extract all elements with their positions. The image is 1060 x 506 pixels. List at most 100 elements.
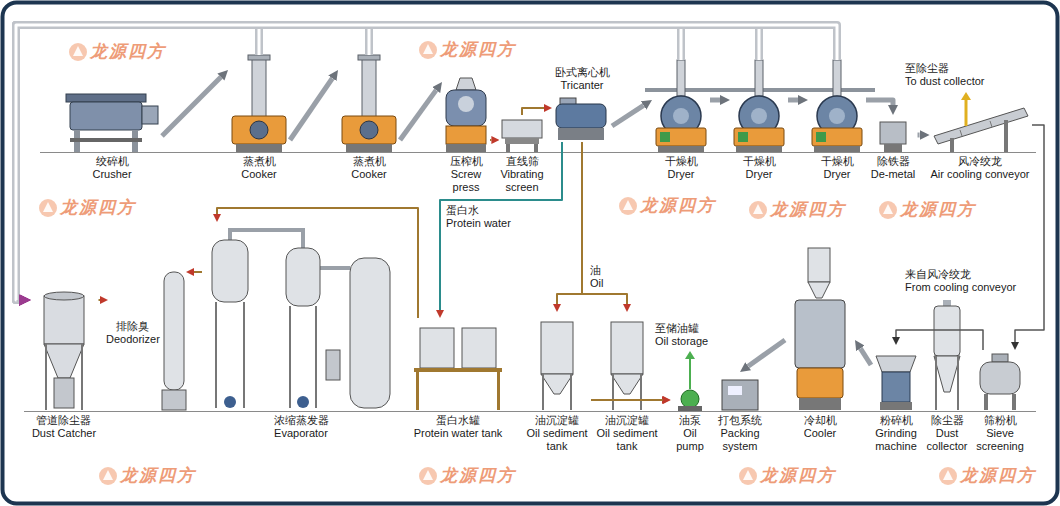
oil-pump: [685, 351, 695, 359]
air-cooling-conveyor: [934, 108, 1028, 144]
equipment-label: De-metal: [871, 168, 916, 181]
exhaust-pipe: [16, 25, 259, 300]
liquid-pipe: [582, 142, 627, 304]
oil-pump: [678, 351, 702, 411]
equipment-label: Crusher: [92, 168, 131, 181]
liquid-pipe: [557, 142, 582, 304]
equipment-label: Dryer: [821, 168, 854, 181]
watermark-logo: [99, 467, 117, 485]
evaporator-vessels: [215, 302, 217, 408]
label-group: 蒸煮机Cooker: [241, 155, 276, 181]
pipe-core: [16, 25, 369, 300]
vibrating-screen-machine: [506, 144, 510, 152]
tricanter-machine: [556, 98, 606, 140]
label-group: 绞碎机Crusher: [92, 155, 131, 181]
equipment: 直线筛Vibrating screen: [497, 115, 547, 194]
protein-water-tanks: [414, 328, 502, 410]
label-group: 除铁器De-metal: [871, 155, 916, 181]
watermark-logo: [43, 202, 53, 212]
grinding-machine: [876, 356, 916, 372]
dust-catcher-vessel: [54, 378, 74, 408]
conveyor: [866, 100, 893, 105]
watermark-logo: [419, 467, 437, 485]
equipment-label: Grinding machine: [873, 427, 919, 453]
label-group: 粉碎机Grinding machine: [873, 414, 919, 453]
flow-label: Oil storage: [655, 335, 708, 348]
flow-connector: [290, 78, 332, 140]
equipment-label: Dust collector: [925, 427, 969, 453]
dust-collector-cyclone: [943, 300, 951, 306]
cooler-machine: [808, 248, 830, 282]
liquid-pipe: [194, 271, 202, 273]
pipe-core: [16, 25, 837, 300]
flow-connector: [582, 142, 627, 304]
exhaust-pipe: [16, 25, 369, 300]
conveyor: [788, 98, 798, 103]
evaporator-vessels: [320, 266, 350, 270]
flow-connector: [661, 400, 663, 401]
deodorizer-vessel: [162, 390, 186, 410]
flow-connector: [866, 100, 893, 105]
crusher-machine: [70, 138, 142, 142]
oil-sediment-tanks: [541, 322, 573, 374]
liquid-pipe: [1015, 125, 1044, 342]
evaporator-vessels: [350, 258, 390, 408]
tricanter-machine: [558, 128, 604, 140]
dryer-machine: [656, 60, 706, 152]
flow-connector: [194, 272, 202, 273]
label-group: 直线筛Vibrating screen: [499, 155, 545, 194]
label-group: 打包系统Packing system: [717, 414, 763, 453]
label-group: 风冷绞龙Air cooling conveyor: [930, 155, 1029, 181]
protein-water-tanks: [462, 328, 496, 368]
cooler-machine: [795, 300, 845, 368]
watermark-logo: [879, 201, 897, 219]
label-group: 浓缩蒸发器Evaporator: [274, 414, 329, 440]
label-group: 干燥机Dryer: [665, 155, 698, 181]
screw-press-machine: [446, 144, 486, 152]
protein-water-tanks: [420, 328, 454, 368]
equipment-label: Dryer: [665, 168, 698, 181]
conveyor: [612, 105, 644, 126]
watermark-logo: [39, 199, 57, 217]
vibrating-screen-machine: [505, 138, 539, 144]
air-cooling-conveyor: [934, 92, 1028, 152]
pipe-core: [16, 25, 759, 300]
dust-catcher-vessel: [81, 344, 83, 410]
label-group: 压榨机Screw press: [444, 155, 488, 194]
equipment-label: Oil sediment tank: [525, 427, 589, 453]
equipment: 筛粉机Sieve screening: [973, 350, 1027, 453]
flow-label: 至除尘器: [905, 62, 949, 75]
label-group: 干燥机Dryer: [821, 155, 854, 181]
flow-connector: [896, 330, 983, 350]
oil-pump: [678, 406, 702, 411]
packing-machine: [728, 386, 742, 395]
grinding-machine: [880, 402, 912, 410]
floor-line: [40, 152, 1036, 153]
oil-pump: [689, 358, 691, 389]
equipment: 蛋白水罐Protein water tank: [410, 318, 506, 440]
crusher-machine: [66, 94, 146, 102]
flow-connector: [860, 348, 871, 365]
flow-connector: [557, 142, 582, 304]
watermark: 龙源四方: [440, 40, 516, 60]
dust-collector-cyclone: [935, 356, 937, 410]
label-group: 除尘器Dust collector: [925, 414, 969, 453]
equipment-label: 油沉淀罐: [525, 414, 589, 427]
flow-connector: [16, 25, 259, 300]
equipment-label: 除尘器: [925, 414, 969, 427]
dryer-machine: [812, 60, 862, 152]
flow-label: 至储油罐: [655, 322, 699, 335]
sieve-machine: [992, 354, 1008, 362]
equipment-label: 蒸煮机: [241, 155, 276, 168]
watermark-logo: [743, 470, 753, 480]
flow-connector: [748, 340, 785, 366]
equipment-label: Deodorizer: [106, 333, 160, 346]
cooler-machine: [795, 248, 845, 410]
crusher-machine: [66, 94, 158, 152]
dust-collector-cyclone: [934, 300, 960, 410]
equipment: 除铁器De-metal: [869, 115, 918, 181]
